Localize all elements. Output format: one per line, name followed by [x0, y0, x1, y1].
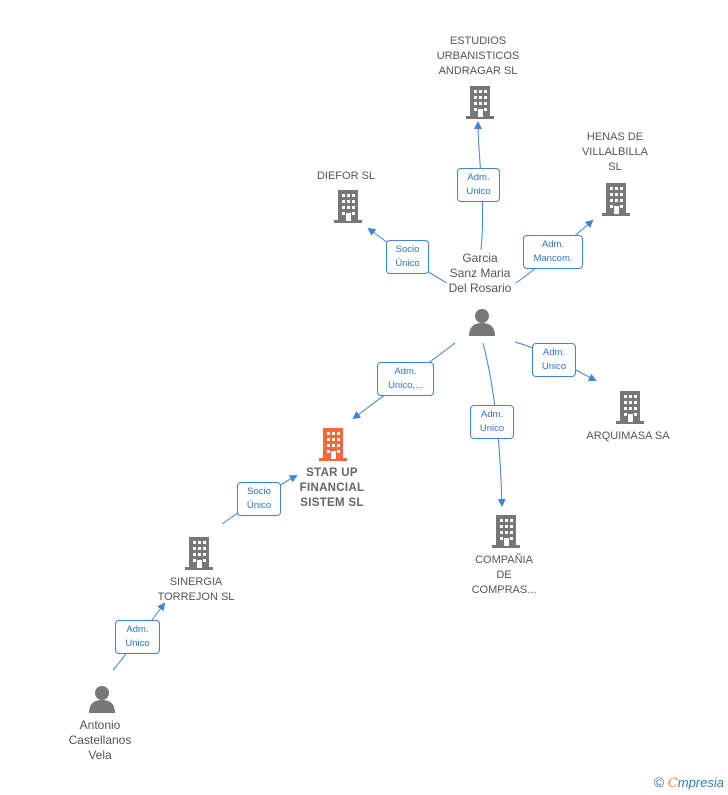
arquimasa-label[interactable]: ARQUIMASA SA	[586, 430, 670, 442]
edge-label-sinergia-starup[interactable]: Socio Único	[237, 482, 281, 516]
starup-label[interactable]: STAR UP FINANCIAL SISTEM SL	[299, 467, 365, 509]
sinergia-label[interactable]: SINERGIA TORREJON SL	[157, 576, 235, 603]
edge-label-garcia-compania[interactable]: Adm. Unico	[470, 405, 514, 439]
antonio-person-icon[interactable]	[87, 684, 117, 719]
diefor-building-icon[interactable]	[332, 188, 364, 229]
edge-label-garcia-henas[interactable]: Adm. Mancom.	[523, 235, 583, 269]
diefor-label[interactable]: DIEFOR SL	[316, 170, 376, 182]
antonio-label[interactable]: Antonio Castellanos Vela	[68, 718, 132, 762]
garcia-person-icon[interactable]	[467, 307, 497, 342]
compania-building-icon[interactable]	[490, 513, 522, 554]
estudios-building-icon[interactable]	[464, 84, 496, 125]
garcia-label[interactable]: Garcia Sanz Maria Del Rosario	[448, 251, 512, 295]
starup-building-icon[interactable]	[317, 426, 349, 467]
edge-label-garcia-arquimasa[interactable]: Adm. Unico	[532, 343, 576, 377]
henas-label[interactable]: HENAS DE VILLALBILLA SL	[581, 131, 649, 173]
edge-label-garcia-diefor[interactable]: Socio Único	[386, 240, 429, 274]
brand-initial: C	[667, 776, 678, 791]
estudios-label[interactable]: ESTUDIOS URBANISTICOS ANDRAGAR SL	[436, 35, 520, 77]
copyright-icon: ©	[653, 774, 665, 790]
sinergia-building-icon[interactable]	[183, 535, 215, 576]
brand-footer: © Cmpresia	[654, 774, 724, 791]
henas-building-icon[interactable]	[600, 181, 632, 222]
brand-name: mpresia	[677, 775, 724, 790]
edge-label-garcia-starup[interactable]: Adm. Unico,...	[377, 362, 434, 396]
arquimasa-building-icon[interactable]	[614, 389, 646, 430]
edge-label-antonio-sinergia[interactable]: Adm. Unico	[115, 620, 160, 654]
edge-label-garcia-estudios[interactable]: Adm. Unico	[457, 168, 500, 202]
compania-label[interactable]: COMPAÑIA DE COMPRAS...	[471, 554, 537, 596]
